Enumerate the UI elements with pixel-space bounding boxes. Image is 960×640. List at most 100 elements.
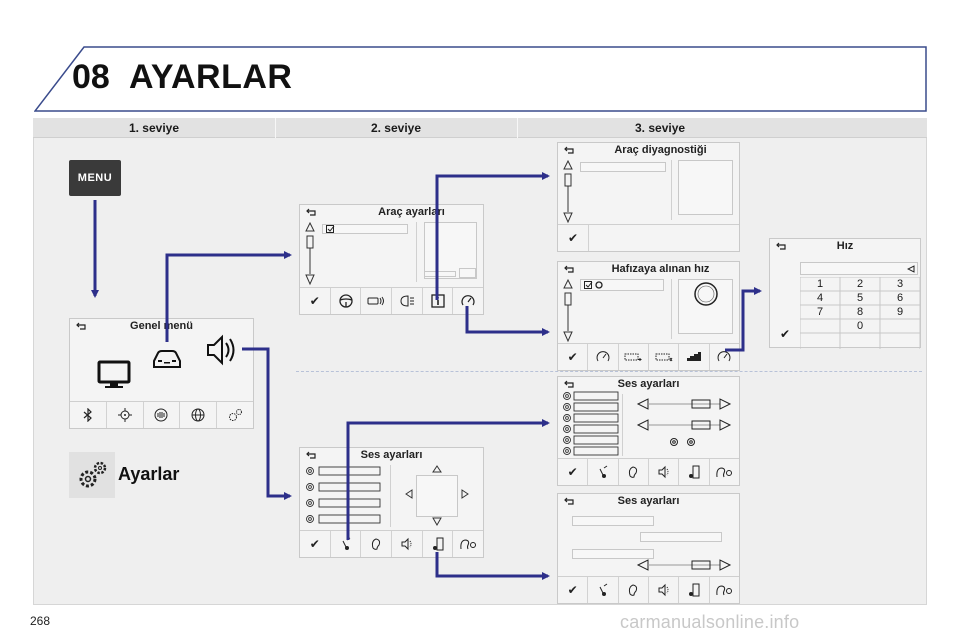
tv-icon[interactable] [96,359,132,391]
voice-button[interactable] [453,531,483,557]
list-field[interactable] [322,224,408,234]
key-1[interactable]: 1 [816,278,824,290]
option-field-3[interactable] [572,549,654,559]
car-icon[interactable] [150,347,184,371]
screen-title: Hız [836,240,854,252]
back-icon[interactable] [564,146,574,154]
speed-dial-button[interactable] [710,344,739,370]
ambience-button[interactable] [361,531,393,557]
gears-icon [79,461,107,488]
delete-speed-button[interactable] [649,344,680,370]
confirm-button[interactable]: ✔ [558,577,589,603]
key-6[interactable]: 6 [896,292,904,304]
music-note-icon [599,583,608,596]
confirm-button[interactable]: ✔ [300,288,331,314]
surround-button[interactable] [649,459,680,485]
volume-button[interactable] [679,577,710,603]
voice-button[interactable] [710,459,739,485]
backspace-icon[interactable] [907,265,915,273]
check-icon: ✔ [567,231,579,245]
back-icon[interactable] [76,322,86,330]
check-icon: ✔ [309,294,320,308]
settings-button[interactable] [217,402,253,428]
speedometer-button[interactable] [453,288,483,314]
volume-button[interactable] [423,531,454,557]
speed-graph-button[interactable] [679,344,710,370]
lights-button[interactable] [361,288,393,314]
slider[interactable] [636,558,732,572]
add-speed-button[interactable] [619,344,649,370]
equalizer-button[interactable] [588,459,619,485]
internet-button[interactable] [180,402,218,428]
back-icon[interactable] [564,380,574,388]
preview-box [678,160,733,215]
headlamp-icon [400,295,414,307]
settings-icon-tile [69,452,115,498]
confirm-button[interactable]: ✔ [780,327,791,341]
headlamp-button[interactable] [392,288,423,314]
globe-icon [191,408,205,422]
key-9[interactable]: 9 [896,306,904,318]
page-number: 268 [30,614,51,628]
key-5[interactable]: 5 [856,292,864,304]
level-1-label: 1. seviye [128,121,180,135]
section-divider [296,371,922,372]
back-icon[interactable] [564,265,574,273]
ambience-button[interactable] [619,459,649,485]
option-field-2[interactable] [640,532,722,542]
confirm-button[interactable]: ✔ [558,344,589,370]
speaker-icon[interactable] [204,333,240,367]
level-bar: 1. seviye 2. seviye 3. seviye [33,118,927,138]
speed-input[interactable] [800,262,918,275]
slider-handle[interactable] [459,268,476,278]
surround-button[interactable] [392,531,423,557]
key-2[interactable]: 2 [856,278,864,290]
confirm-button[interactable]: ✔ [558,225,589,251]
key-0[interactable]: 0 [856,320,864,332]
key-7[interactable]: 7 [816,306,824,318]
preview-box [678,279,733,334]
delete-entry-icon [655,353,673,362]
speedometer-icon [461,295,475,306]
arrow-info-to-diagnostics [435,172,550,300]
scroll-bar[interactable] [305,222,315,286]
ambience-button[interactable] [619,577,649,603]
speed-limit-button[interactable] [588,344,619,370]
key-8[interactable]: 8 [856,306,864,318]
screen-title: Ses ayarları [360,449,423,461]
voice-button[interactable] [710,577,739,603]
confirm-button[interactable]: ✔ [300,531,331,557]
equalizer-button[interactable] [588,577,619,603]
radio-button[interactable] [144,402,181,428]
check-icon: ✔ [567,350,578,364]
screen-title: Ses ayarları [617,495,680,507]
surround-icon [401,537,412,551]
navigation-button[interactable] [107,402,144,428]
voice-icon [460,539,477,550]
volume-button[interactable] [679,459,710,485]
sliders[interactable] [636,397,732,449]
sound-settings-screen-level-3a: Ses ayarları ✔ [557,376,740,486]
bluetooth-button[interactable] [70,402,107,428]
option-field-1[interactable] [572,516,654,526]
slider-track[interactable] [424,271,456,277]
back-icon[interactable] [306,208,316,216]
back-icon[interactable] [776,242,786,250]
speedometer-icon [717,351,731,362]
speedometer-icon [596,351,610,362]
confirm-button[interactable]: ✔ [558,459,589,485]
balance-arrows[interactable] [404,465,470,527]
surround-button[interactable] [649,577,680,603]
scroll-bar[interactable] [563,160,573,224]
steering-button[interactable] [331,288,362,314]
screen-title: Genel menü [130,320,193,332]
menu-button[interactable]: MENU [69,160,121,196]
back-icon[interactable] [564,497,574,505]
back-icon[interactable] [306,451,316,459]
key-3[interactable]: 3 [896,278,904,290]
key-4[interactable]: 4 [816,292,824,304]
list-field[interactable] [580,162,666,172]
scroll-bar[interactable] [563,279,573,343]
ear-icon [629,466,638,478]
sound-settings-list[interactable] [562,391,622,459]
